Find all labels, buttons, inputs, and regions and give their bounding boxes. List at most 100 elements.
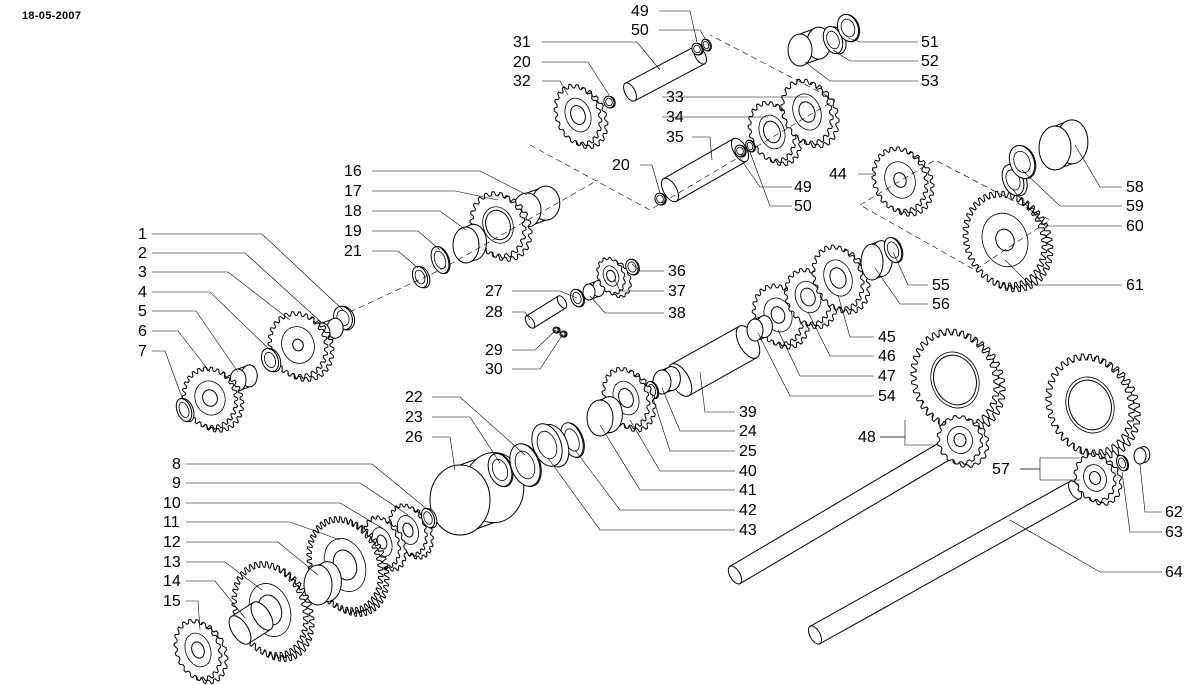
ring-36 xyxy=(625,258,640,276)
leader-line xyxy=(699,371,735,413)
callout-35: 35 xyxy=(666,129,684,146)
callout-22: 22 xyxy=(405,389,423,406)
leader-line xyxy=(692,136,713,161)
leader-line xyxy=(512,290,578,299)
leader-line xyxy=(186,482,409,516)
leader-line xyxy=(1020,457,1080,470)
callout-59: 59 xyxy=(1126,198,1144,215)
axis-line xyxy=(349,179,599,313)
pinion-shaft-64 xyxy=(807,480,1083,645)
callout-34: 34 xyxy=(666,109,684,126)
callout-50-top: 50 xyxy=(631,22,649,39)
callout-54: 54 xyxy=(878,388,896,405)
callout-12: 12 xyxy=(163,534,181,551)
leader-line xyxy=(542,80,569,96)
gear-32 xyxy=(553,83,609,150)
leader-line xyxy=(1121,471,1162,533)
callout-51: 51 xyxy=(921,34,939,51)
leader-line xyxy=(186,502,383,529)
leader-line xyxy=(372,170,528,196)
callout-17: 17 xyxy=(344,183,362,200)
callout-10: 10 xyxy=(163,495,181,512)
leader-line xyxy=(661,387,735,432)
leader-line xyxy=(186,600,201,631)
callout-16: 16 xyxy=(344,163,362,180)
callout-19: 19 xyxy=(344,223,362,240)
leader-line xyxy=(432,416,501,464)
leader-line xyxy=(1012,189,1122,227)
gear-37 xyxy=(596,256,632,299)
bearing-14 xyxy=(228,601,274,645)
callout-55: 55 xyxy=(932,277,950,294)
leader-line xyxy=(372,190,499,201)
callout-50-mid: 50 xyxy=(794,198,812,215)
leader-line xyxy=(749,151,792,207)
leader-line xyxy=(589,295,664,314)
callout-15: 15 xyxy=(163,593,181,610)
parts-layer xyxy=(173,13,1151,685)
leader-line xyxy=(659,29,707,41)
leader-line xyxy=(1004,259,1122,286)
callout-14: 14 xyxy=(163,573,181,590)
callout-26: 26 xyxy=(405,429,423,446)
callout-1: 1 xyxy=(138,226,147,243)
leader-line xyxy=(640,164,661,194)
spring-30 xyxy=(559,330,568,338)
sleeve-16 xyxy=(512,185,561,228)
callout-24: 24 xyxy=(739,423,757,440)
circlip-19 xyxy=(430,246,451,275)
leader-line xyxy=(807,311,874,357)
bearing-49-mid xyxy=(734,144,747,158)
leader-line xyxy=(432,436,456,471)
leader-line xyxy=(1020,468,1080,481)
leader-line xyxy=(874,267,928,305)
bearing-53 xyxy=(787,26,832,67)
leader-line xyxy=(547,457,735,531)
callout-25: 25 xyxy=(739,443,757,460)
callout-31: 31 xyxy=(513,34,531,51)
callout-46: 46 xyxy=(878,348,896,365)
callout-20-mid: 20 xyxy=(612,157,630,174)
callout-7: 7 xyxy=(138,343,147,360)
callout-39: 39 xyxy=(739,404,757,421)
leader-line xyxy=(186,541,319,576)
circlip-22 xyxy=(509,443,542,487)
leader-line xyxy=(832,49,918,62)
leader-line xyxy=(152,271,291,321)
callout-38: 38 xyxy=(668,305,686,322)
leader-line xyxy=(659,10,698,43)
leader-line xyxy=(186,561,263,591)
leader-line xyxy=(186,521,341,541)
leader-line xyxy=(1009,519,1162,573)
pinion-57 xyxy=(1073,453,1123,506)
callout-37: 37 xyxy=(668,283,686,300)
callout-49-mid: 49 xyxy=(794,179,812,196)
leader-line xyxy=(892,251,928,286)
callout-57: 57 xyxy=(992,461,1010,478)
leader-line xyxy=(1021,169,1122,207)
callout-3: 3 xyxy=(138,264,147,281)
leader-line xyxy=(152,350,184,401)
callout-64: 64 xyxy=(1165,564,1183,581)
callout-52: 52 xyxy=(921,53,939,70)
leader-lines-layer xyxy=(152,10,1162,631)
leader-line xyxy=(512,311,531,321)
nut-62 xyxy=(1133,445,1151,465)
leader-line xyxy=(152,291,271,351)
gear-6 xyxy=(181,366,245,433)
leader-line xyxy=(629,419,735,472)
callout-27: 27 xyxy=(485,283,503,300)
callout-33: 33 xyxy=(666,89,684,106)
axis-line xyxy=(529,34,836,211)
leader-line xyxy=(152,233,344,311)
bearing-20-mid xyxy=(654,192,667,206)
bearing-20-top xyxy=(603,95,616,109)
leader-line xyxy=(372,250,419,269)
leader-line xyxy=(512,333,564,370)
callout-11: 11 xyxy=(163,514,180,531)
callout-56: 56 xyxy=(932,296,950,313)
gear-45 xyxy=(811,244,871,315)
ring-63 xyxy=(1116,454,1130,472)
leader-line xyxy=(631,263,664,272)
